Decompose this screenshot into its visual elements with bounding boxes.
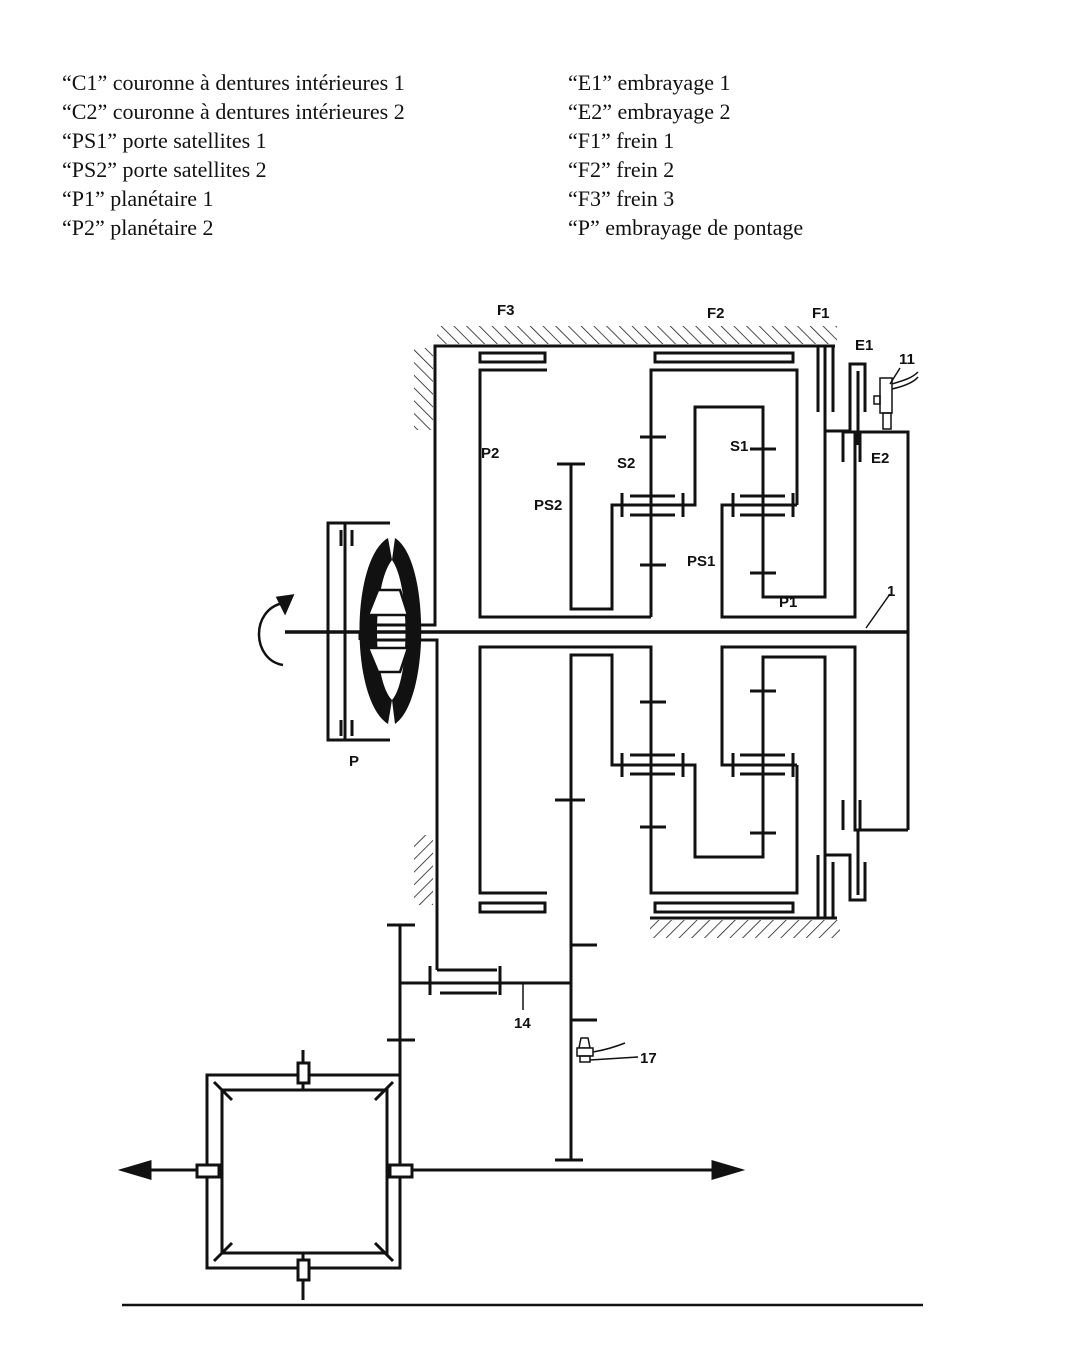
arrow-right-icon [711, 1159, 746, 1181]
legend-item: “F1” frein 1 [568, 128, 675, 153]
legend-item: “P2” planétaire 2 [62, 215, 214, 240]
torque-converter [257, 521, 422, 742]
legend-item: “PS2” porte satellites 2 [62, 157, 267, 182]
label-f3: F3 [497, 302, 515, 319]
label-f1: F1 [812, 305, 830, 322]
sensor-11 [873, 367, 919, 430]
lower-gearset [478, 645, 908, 1162]
legend-item: “PS1” porte satellites 1 [62, 128, 267, 153]
arrow-left-icon [117, 1159, 152, 1181]
leader-1 [865, 593, 891, 629]
brake-f2-plate [653, 351, 795, 364]
legend-item: “E1” embrayage 1 [568, 70, 731, 95]
housing-hatch-left [414, 348, 433, 430]
label-p: P [349, 753, 359, 770]
brake-f3-plate [478, 351, 547, 364]
rotation-arrow-icon [275, 594, 295, 616]
label-11: 11 [899, 351, 915, 368]
differential [117, 1050, 746, 1300]
legend-left: “C1” couronne à dentures intérieures 1 “… [62, 68, 405, 242]
legend-item: “F3” frein 3 [568, 186, 675, 211]
transfer-gear-14 [387, 923, 571, 1170]
sensor-17 [576, 1037, 639, 1063]
label-14: 14 [514, 1015, 531, 1032]
legend-item: “P” embrayage de pontage [568, 215, 804, 240]
legend-item: “F2” frein 2 [568, 157, 675, 182]
housing-hatch-left-lower [414, 835, 433, 905]
label-s1: S1 [730, 438, 748, 455]
legend-right: “E1” embrayage 1 “E2” embrayage 2 “F1” f… [568, 68, 803, 242]
housing-top [433, 344, 835, 430]
label-e1: E1 [855, 337, 873, 354]
label-s2: S2 [617, 455, 635, 472]
housing-hatch-top [437, 326, 837, 344]
upper-gearset [478, 346, 910, 830]
label-17: 17 [640, 1050, 657, 1067]
label-f2: F2 [707, 305, 725, 322]
label-ps1: PS1 [687, 553, 715, 570]
legend-item: “C2” couronne à dentures intérieures 2 [62, 99, 405, 124]
legend-item: “P1” planétaire 1 [62, 186, 214, 211]
legend-item: “C1” couronne à dentures intérieures 1 [62, 70, 405, 95]
housing-hatch-bottom [650, 920, 840, 938]
legend-item: “E2” embrayage 2 [568, 99, 731, 124]
label-e2: E2 [871, 450, 889, 467]
label-ps2: PS2 [534, 497, 562, 514]
label-1: 1 [887, 583, 895, 600]
diagram-labels: F3 F2 F1 E1 11 E2 P2 S2 S1 PS2 PS1 P1 1 … [349, 302, 915, 1067]
label-p1: P1 [779, 594, 797, 611]
label-p2: P2 [481, 445, 499, 462]
